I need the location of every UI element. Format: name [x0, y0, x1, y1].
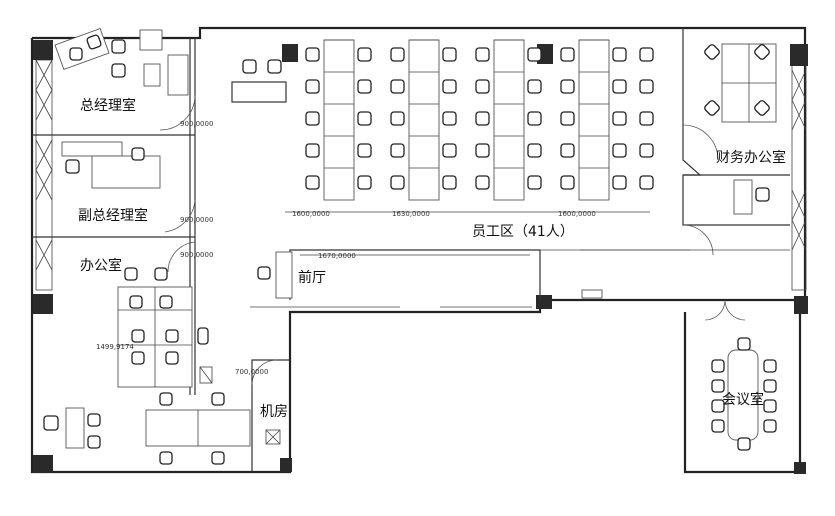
workstation-cluster — [578, 39, 610, 201]
dimension-desk-row-1: 1600,0000 — [292, 210, 330, 218]
office-label: 办公室 — [80, 257, 122, 274]
workstation-chair — [442, 47, 457, 62]
finance-office — [540, 28, 790, 256]
staff-workstations — [305, 39, 654, 201]
workstation-chair — [560, 143, 575, 158]
workstation-chair — [390, 111, 405, 126]
workstation-chair — [560, 79, 575, 94]
workstation-chair — [527, 111, 542, 126]
meeting-room-label: 会议室 — [722, 391, 764, 408]
lobby-label: 前厅 — [298, 269, 326, 286]
workstation-chair — [639, 47, 654, 62]
gm-office-label: 总经理室 — [80, 97, 136, 114]
workstation-chair — [612, 111, 627, 126]
workstation-chair — [560, 111, 575, 126]
column — [536, 295, 552, 309]
workstation-cluster — [493, 39, 525, 201]
workstation-chair — [357, 111, 372, 126]
workstation-chair — [390, 175, 405, 190]
dimension-door-server: 700,0000 — [235, 368, 268, 376]
deputy-gm-furniture — [61, 141, 161, 189]
workstation-chair — [442, 79, 457, 94]
column — [33, 455, 53, 473]
office-furniture — [43, 267, 251, 465]
workstation-chair — [612, 79, 627, 94]
workstation-chair — [475, 79, 490, 94]
workstation-chair — [357, 47, 372, 62]
workstation-chair — [612, 47, 627, 62]
column — [282, 44, 298, 62]
staff-area-label: 员工区（41人） — [472, 224, 574, 240]
workstation-cluster — [408, 39, 440, 201]
workstation-chair — [305, 143, 320, 158]
server-room — [251, 359, 290, 472]
lobby — [250, 249, 603, 308]
staff-desk-grid — [231, 59, 287, 103]
workstation-chair — [475, 111, 490, 126]
column — [794, 462, 806, 474]
workstation-chair — [305, 47, 320, 62]
server-room-label: 机房 — [260, 404, 288, 420]
finance-office-label: 财务办公室 — [716, 149, 786, 166]
workstation-chair — [357, 79, 372, 94]
workstation-chair — [475, 175, 490, 190]
workstation-chair — [305, 111, 320, 126]
workstation-chair — [639, 175, 654, 190]
workstation-chair — [357, 175, 372, 190]
workstation-chair — [442, 111, 457, 126]
workstation-chair — [639, 111, 654, 126]
dimension-desk-row-2: 1630,0000 — [392, 210, 430, 218]
gm-office-furniture — [54, 27, 189, 96]
workstation-chair — [442, 143, 457, 158]
workstation-chair — [527, 143, 542, 158]
workstation-chair — [305, 175, 320, 190]
workstation-chair — [305, 79, 320, 94]
workstation-chair — [612, 143, 627, 158]
column — [33, 40, 53, 60]
workstation-chair — [527, 175, 542, 190]
column — [790, 44, 808, 66]
deputy-gm-office-label: 副总经理室 — [78, 207, 148, 224]
column — [280, 458, 292, 472]
meeting-room — [704, 299, 777, 451]
dimension-lobby-width: 1670,0000 — [318, 252, 356, 260]
dimension-door-office: 900,0000 — [180, 251, 213, 259]
workstation-chair — [639, 143, 654, 158]
dimension-desk-row-3: 1600,0000 — [558, 210, 596, 218]
dimension-door-deputy: 900,0000 — [180, 216, 213, 224]
column — [794, 296, 808, 314]
workstation-cluster — [323, 39, 355, 201]
column — [33, 294, 53, 314]
dimension-door-gm: 900,0000 — [180, 120, 213, 128]
dimension-office-width: 1499,9174 — [96, 343, 134, 351]
workstation-chair — [560, 175, 575, 190]
workstation-chair — [639, 79, 654, 94]
workstation-chair — [527, 79, 542, 94]
left-truss — [35, 59, 807, 271]
workstation-chair — [442, 175, 457, 190]
workstation-chair — [527, 47, 542, 62]
workstation-chair — [475, 47, 490, 62]
workstation-chair — [357, 143, 372, 158]
workstation-chair — [390, 143, 405, 158]
workstation-chair — [475, 143, 490, 158]
workstation-chair — [560, 47, 575, 62]
workstation-chair — [390, 47, 405, 62]
dimension-lines — [285, 211, 690, 251]
workstation-chair — [612, 175, 627, 190]
workstation-chair — [390, 79, 405, 94]
